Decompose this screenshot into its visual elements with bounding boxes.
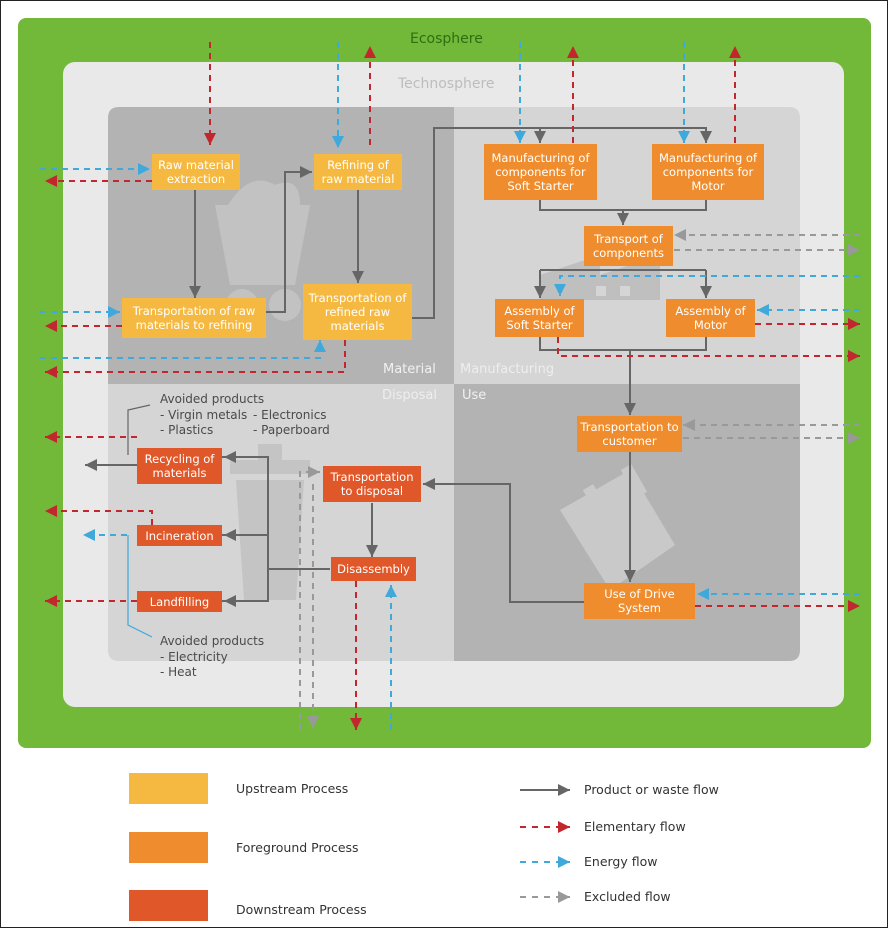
legend-excluded-flow-label: Excluded flow: [584, 889, 671, 904]
avoided-products-incineration-items: - Electricity - Heat: [160, 650, 228, 679]
process-transport-refined-raw: Transportation of refined raw materials: [303, 284, 412, 340]
plug-icon: [560, 464, 675, 590]
process-incineration: Incineration: [137, 525, 222, 546]
legend-energy-flow-label: Energy flow: [584, 854, 658, 869]
process-transport-customer: Transportation to customer: [577, 416, 682, 452]
flow-assembly-to-customer: [539, 337, 707, 415]
material-label: Material: [383, 362, 436, 377]
disposal-label: Disposal: [382, 388, 437, 403]
avoided-products-recycling-col1: - Virgin metals - Plastics: [160, 408, 248, 437]
process-transport-components: Transport of components: [584, 226, 673, 266]
use-label: Use: [462, 388, 487, 403]
process-assembly-soft-starter: Assembly of Soft Starter: [495, 299, 584, 337]
process-landfilling: Landfilling: [137, 591, 222, 612]
mine-cart-icon: [215, 180, 310, 321]
manufacturing-label: Manufacturing: [460, 362, 555, 377]
process-recycling: Recycling of materials: [137, 448, 222, 484]
legend-downstream-swatch: [129, 890, 208, 921]
legend-foreground-swatch: [129, 832, 208, 863]
process-transport-disposal: Transportation to disposal: [323, 466, 421, 502]
legend-product-flow-label: Product or waste flow: [584, 782, 719, 797]
avoided-products-incineration-title: Avoided products: [160, 634, 265, 648]
technosphere-label: Technosphere: [398, 76, 495, 92]
flow-refined-to-mfg: [412, 127, 712, 319]
process-disassembly: Disassembly: [331, 557, 416, 581]
legend-downstream-label: Downstream Process: [236, 902, 367, 917]
process-use-drive-system: Use of Drive System: [584, 583, 695, 619]
process-assembly-motor: Assembly of Motor: [666, 299, 755, 337]
flow-use-to-disposal: [423, 478, 584, 603]
flow-transport-to-refining: [266, 166, 312, 313]
process-raw-material-extraction: Raw material extraction: [152, 154, 240, 190]
legend-foreground-label: Foreground Process: [236, 840, 359, 855]
legend-elementary-flow-label: Elementary flow: [584, 819, 686, 834]
factory-icon: [540, 255, 660, 300]
avoided-products-recycling-col2: - Electronics - Paperboard: [253, 408, 330, 437]
flow-mfg-to-transport-components: [539, 200, 707, 225]
process-mfg-soft-starter: Manufacturing of components for Soft Sta…: [484, 144, 597, 200]
legend-upstream-swatch: [129, 773, 208, 804]
process-transport-raw-to-refining: Transportation of raw materials to refin…: [122, 298, 266, 338]
legend-upstream-label: Upstream Process: [236, 781, 349, 796]
avoided-products-recycling-title: Avoided products: [160, 392, 265, 406]
ecosphere-label: Ecosphere: [410, 31, 483, 47]
process-refining-raw-material: Refining of raw material: [314, 154, 402, 190]
process-mfg-motor: Manufacturing of components for Motor: [652, 144, 764, 200]
